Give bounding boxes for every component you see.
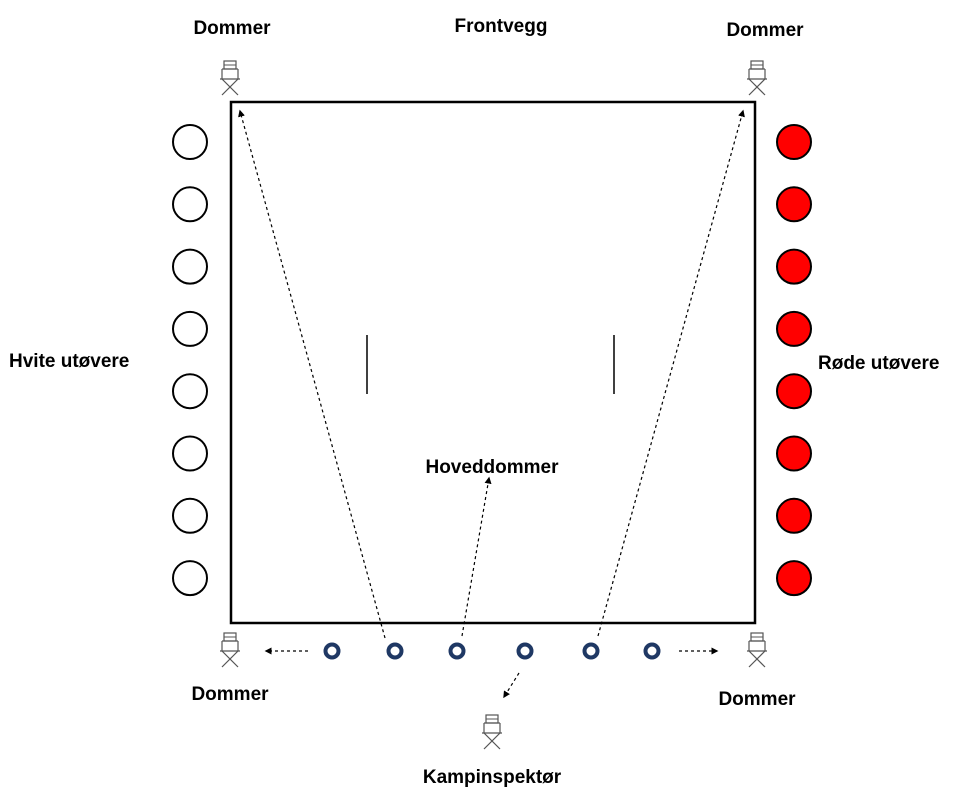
judge-chair-bottom-left-icon — [219, 632, 241, 668]
white-athlete-2-icon — [172, 186, 208, 223]
red-athlete-5-icon — [776, 373, 812, 410]
bench-marker-2-icon — [386, 642, 404, 660]
bench-marker-3-icon — [448, 642, 466, 660]
judge-chair-bottom-right-icon — [746, 632, 768, 668]
white-athlete-1-icon — [172, 124, 208, 160]
match-inspector-chair-icon — [481, 714, 503, 750]
white-athlete-4-icon — [172, 310, 208, 347]
red-athlete-4-icon — [776, 310, 812, 347]
sight-line-top-right — [597, 109, 745, 637]
head-judge-label: Hoveddommer — [425, 457, 559, 478]
sight-line-head-judge — [461, 476, 492, 637]
red-athlete-8-icon — [776, 560, 812, 597]
white-athlete-5-icon — [172, 373, 208, 410]
white-athlete-7-icon — [172, 497, 208, 534]
judge-label-bottom-right: Dommer — [718, 689, 796, 710]
judge-label-bottom-left: Dommer — [191, 684, 269, 705]
competition-mat — [229, 100, 757, 625]
red-athletes-label: Røde utøvere — [818, 353, 940, 374]
bench-marker-1-icon — [323, 642, 341, 660]
sight-line-top-left — [238, 109, 386, 639]
bench-markers-group — [323, 642, 661, 660]
front-wall-label: Frontvegg — [454, 16, 548, 37]
bench-marker-4-icon — [516, 642, 534, 660]
red-athlete-1-icon — [776, 124, 812, 160]
red-athlete-6-icon — [776, 435, 812, 472]
judge-chair-top-right-icon — [746, 60, 768, 96]
white-athlete-6-icon — [172, 435, 208, 472]
white-athletes-group — [172, 124, 208, 597]
bench-marker-5-icon — [582, 642, 600, 660]
white-athlete-3-icon — [172, 248, 208, 285]
red-athletes-group — [776, 124, 812, 597]
red-athlete-3-icon — [776, 248, 812, 285]
white-athlete-8-icon — [172, 560, 208, 597]
red-athlete-2-icon — [776, 186, 812, 223]
bench-marker-6-icon — [643, 642, 661, 660]
judge-chair-top-left-icon — [219, 60, 241, 96]
judge-label-top-right: Dommer — [726, 20, 804, 41]
judge-label-top-left: Dommer — [193, 18, 271, 39]
red-athlete-7-icon — [776, 497, 812, 534]
sight-line-inspector — [503, 672, 520, 699]
match-inspector-label: Kampinspektør — [422, 767, 562, 788]
white-athletes-label: Hvite utøvere — [9, 351, 130, 372]
